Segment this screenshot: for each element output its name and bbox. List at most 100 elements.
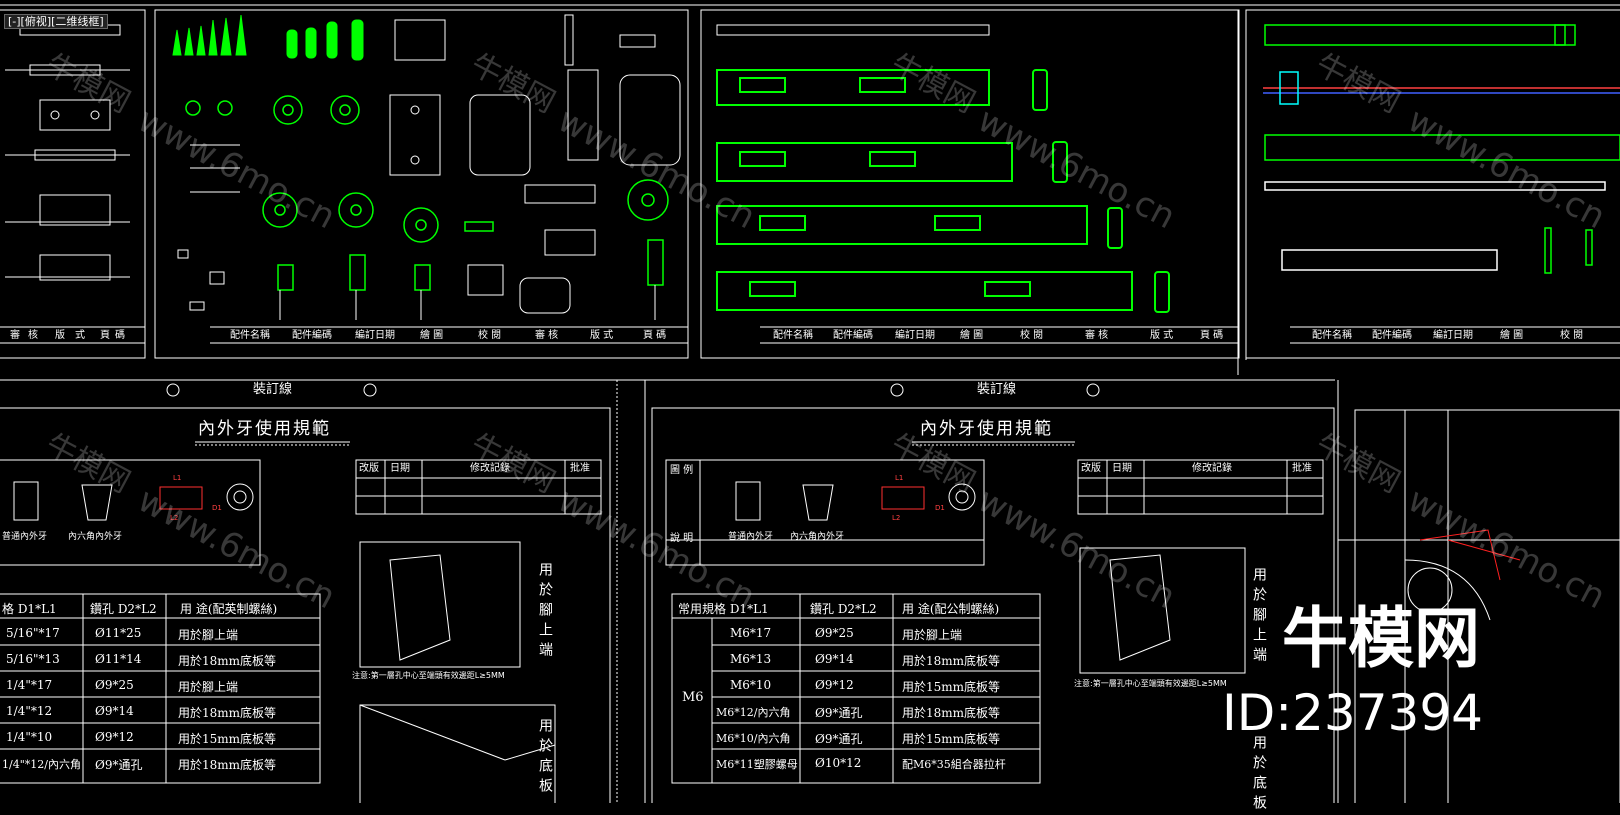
table-cell: M6*17 — [730, 626, 772, 640]
title-cell: 繪 圖 — [1500, 330, 1524, 341]
revision-header: 批准 — [1292, 463, 1312, 474]
table-cell: 5/16"*17 — [6, 626, 60, 640]
legend-label: 普通內外牙 — [2, 532, 48, 542]
binding-circles — [166, 383, 1100, 397]
binding-line-label: 裝訂線 — [253, 382, 293, 397]
vertical-label-top: 用於腳上端 — [1251, 567, 1267, 667]
dimension-label: L2 — [170, 514, 179, 522]
dimension-label: L1 — [895, 474, 904, 482]
brand-id: ID:237394 — [1222, 684, 1483, 742]
legend-label: 內六角內外牙 — [68, 532, 123, 542]
title-cell: 繪 圖 — [960, 330, 984, 341]
table-cell: Ø9*12 — [815, 678, 854, 692]
table-header: 用 途(配英制螺絲) — [180, 602, 278, 616]
viewport-label[interactable]: [-][俯视][二维线框] — [4, 14, 108, 29]
title-cell: 校 閱 — [478, 330, 502, 341]
legend-boxes — [0, 459, 985, 566]
table-cell: 1/4"*12 — [6, 704, 53, 718]
table-cell: 用於腳上端 — [178, 628, 239, 642]
table-cell: 1/4"*10 — [6, 730, 53, 744]
table-cell: Ø9*通孔 — [815, 706, 863, 720]
title-cell: 頁 碼 — [1200, 330, 1224, 341]
title-cell: 頁 碼 — [643, 330, 667, 341]
screw-icons-green — [172, 14, 364, 61]
title-cell: 碼 — [115, 330, 125, 341]
table-cell: Ø9*25 — [95, 678, 134, 692]
title-cell: 版 — [55, 330, 65, 341]
legend-label: 內六角內外牙 — [790, 532, 845, 542]
title-cell: 核 — [28, 330, 38, 341]
table-cell: 用於腳上端 — [178, 680, 239, 694]
revision-header: 日期 — [1112, 463, 1132, 474]
revision-table-frames — [355, 459, 1324, 515]
dimension-label: L1 — [173, 474, 182, 482]
table-cell: M6*10 — [730, 678, 772, 692]
nut-drawings — [13, 481, 976, 521]
title-cell: 頁 — [100, 330, 110, 341]
table-cell: M6*10/內六角 — [716, 732, 791, 745]
legend-label: 普通內外牙 — [728, 532, 774, 542]
title-underline-left — [195, 441, 1075, 446]
legend-caption: 說 明 — [670, 533, 694, 544]
title-cell: 配件名稱 — [1312, 330, 1352, 341]
table-cell: 用於18mm底板等 — [178, 758, 277, 772]
title-cell: 配件編碼 — [1372, 330, 1412, 341]
title-cell: 編訂日期 — [1433, 330, 1473, 341]
vertical-label-top: 用於腳上端 — [537, 562, 553, 662]
table-cell: 用於15mm底板等 — [902, 732, 1001, 746]
table-cell: M6*11塑膠螺母 — [716, 758, 798, 771]
note-text: 注意:第一層孔中心至端頭有效邊距L≥5MM — [352, 671, 505, 680]
table-cell: 用於15mm底板等 — [902, 680, 1001, 694]
note-text: 注意:第一層孔中心至端頭有效邊距L≥5MM — [1074, 679, 1227, 688]
table-cell: M6*12/內六角 — [716, 706, 791, 719]
table-header: 用 途(配公制螺絲) — [902, 602, 1000, 616]
table-cell: 用於18mm底板等 — [178, 706, 277, 720]
revision-header: 改版 — [1081, 463, 1101, 474]
table-cell: M6*13 — [730, 652, 772, 666]
hinge-detail-drawing — [1338, 409, 1620, 803]
title-cell: 審 — [10, 330, 20, 341]
install-illustrations — [359, 541, 1246, 803]
table-cell: 用於18mm底板等 — [902, 654, 1001, 668]
dimension-label: D1 — [935, 504, 945, 512]
vertical-label-bottom: 用於底板 — [1251, 735, 1267, 815]
revision-header: 批准 — [570, 463, 590, 474]
table-cell: Ø9*通孔 — [95, 758, 143, 772]
title-cell: 審 核 — [1085, 330, 1109, 341]
title-cell: 式 — [75, 330, 85, 341]
title-cell: 版 式 — [1150, 330, 1174, 341]
table-cell: Ø9*通孔 — [815, 732, 863, 746]
table-header: 鑽孔 D2*L2 — [810, 602, 877, 616]
table-cell: Ø11*14 — [95, 652, 142, 666]
rails-right — [1263, 24, 1620, 274]
title-cell: 配件編碼 — [833, 330, 873, 341]
table-group-label: M6 — [682, 690, 704, 705]
panel-title-right: 內外牙使用規範 — [920, 419, 1053, 439]
title-cell: 配件編碼 — [292, 330, 332, 341]
panel-title-left: 內外牙使用規範 — [198, 419, 331, 439]
title-cell: 繪 圖 — [420, 330, 444, 341]
revision-header: 修改記錄 — [470, 463, 510, 474]
revision-header: 修改記錄 — [1192, 463, 1232, 474]
title-cell: 校 閱 — [1020, 330, 1044, 341]
table-cell: 用於15mm底板等 — [178, 732, 277, 746]
table-cell: Ø9*14 — [815, 652, 854, 666]
table-cell: 1/4"*17 — [6, 678, 53, 692]
table-cell: 用於腳上端 — [902, 628, 963, 642]
title-cell: 配件名稱 — [773, 330, 813, 341]
table-cell: 1/4"*12/內六角 — [2, 758, 81, 771]
table-cell: 用於18mm底板等 — [178, 654, 277, 668]
table-cell: 配M6*35組合器拉杆 — [902, 758, 1006, 771]
table-cell: 5/16"*13 — [6, 652, 60, 666]
table-cell: Ø11*25 — [95, 626, 142, 640]
table-header: 格 D1*L1 — [2, 602, 57, 616]
title-cell: 編訂日期 — [355, 330, 395, 341]
title-cell: 版 式 — [590, 330, 614, 341]
binding-line-label: 裝訂線 — [977, 382, 1017, 397]
revision-header: 改版 — [359, 463, 379, 474]
drawer-slides — [716, 69, 1170, 313]
table-cell: Ø9*12 — [95, 730, 134, 744]
table-cell: Ø9*25 — [815, 626, 854, 640]
table-cell: Ø9*14 — [95, 704, 134, 718]
